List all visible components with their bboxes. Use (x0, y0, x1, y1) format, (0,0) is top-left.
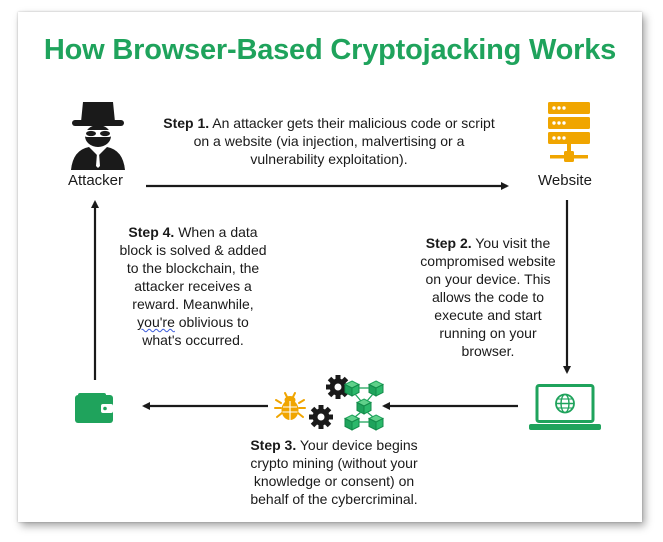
step-3-text: Step 3. Your device begins crypto mining… (236, 436, 432, 508)
step-4-description-a: When a data block is solved & added to t… (119, 224, 267, 312)
hacker-icon (71, 102, 125, 170)
arrow-attacker-to-website (146, 182, 509, 190)
step-3-label: Step 3. (250, 437, 297, 453)
arrow-wallet-to-attacker (91, 200, 99, 380)
step-4-label: Step 4. (128, 224, 175, 240)
step-1-label: Step 1. (163, 115, 210, 131)
wallet-icon (75, 393, 113, 423)
step-4-text: Step 4. When a data block is solved & ad… (118, 223, 268, 349)
arrow-website-to-device (563, 200, 571, 374)
step-2-text: Step 2. You visit the compromised websit… (418, 234, 558, 360)
bug-icon (274, 392, 306, 420)
server-icon (548, 102, 590, 162)
step-4-description-c: oblivious to what's occurred. (142, 314, 249, 348)
step-1-description: An attacker gets their malicious code or… (193, 115, 495, 167)
step-2-description: You visit the compromised website on you… (420, 235, 556, 359)
diagram-title: How Browser-Based Cryptojacking Works (43, 34, 617, 66)
blockchain-icon (344, 380, 384, 431)
attacker-label: Attacker (68, 172, 124, 189)
step-3-description: Your device begins crypto mining (withou… (250, 437, 418, 507)
step-4-spellcheck-word: you're (137, 314, 175, 330)
step-1-text: Step 1. An attacker gets their malicious… (160, 114, 498, 168)
arrow-device-to-mining (382, 402, 518, 410)
laptop-globe-icon (529, 384, 601, 430)
arrow-mining-to-wallet (142, 402, 268, 410)
website-label: Website (538, 172, 592, 189)
diagram-card: How Browser-Based Cryptojacking Works At… (18, 12, 642, 522)
step-2-label: Step 2. (425, 235, 472, 251)
